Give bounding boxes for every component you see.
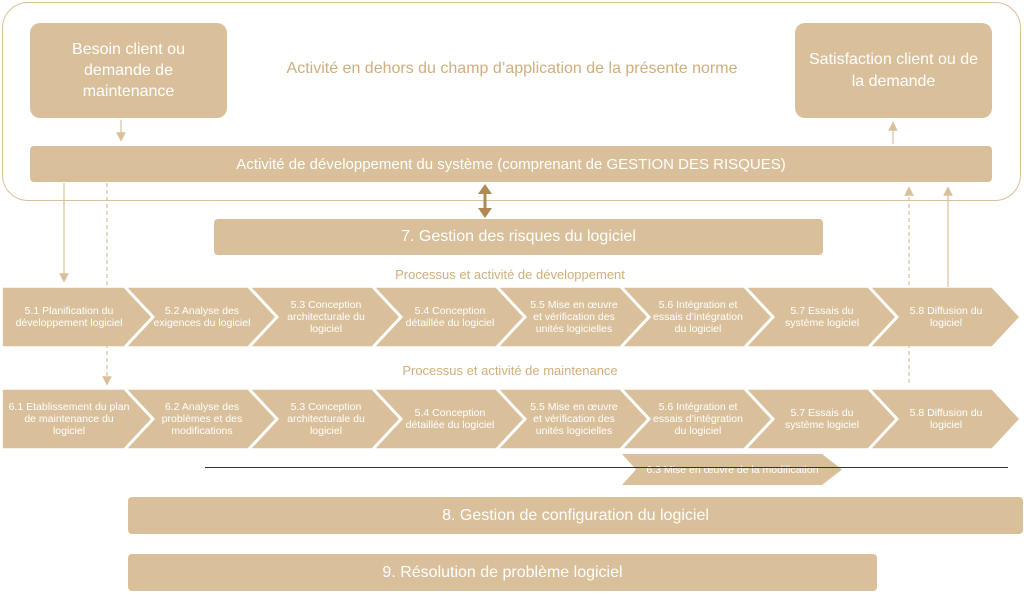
dev-step-2: 5.2 Analyse des exigences du logiciel: [153, 305, 251, 329]
dev-chevron-7: [744, 286, 898, 348]
problem-resolution-bar: 9. Résolution de problème logiciel: [128, 554, 877, 591]
dev-step-5: 5.5 Mise en œuvre et vérification des un…: [530, 299, 618, 335]
maint-chevron-6: [620, 388, 774, 450]
maint-chevron-2: [124, 388, 278, 450]
maint-step-5: 5.5 Mise en œuvre et vérification des un…: [530, 401, 618, 437]
outside-scope-label: Activité en dehors du champ d’applicatio…: [286, 60, 738, 77]
system-development-bar: Activité de développement du système (co…: [30, 146, 992, 182]
dev-chevron-5: [496, 286, 650, 348]
dev-step-7: 5.7 Essais du système logiciel: [784, 305, 860, 329]
maint-chevron-4: [372, 388, 526, 450]
dev-chevron-4: [372, 286, 526, 348]
maint-step-3: 5.3 Conception architecturale du logicie…: [287, 401, 365, 437]
maint-step-6: 5.6 Intégration et essais d’intégration …: [653, 401, 743, 437]
maint-chevron-1: [1, 388, 154, 450]
modification-step: 6.3 Mise en œuvre de la modification: [646, 464, 819, 476]
dev-step-3: 5.3 Conception architecturale du logicie…: [287, 299, 365, 335]
risk-management-bar: 7. Gestion des risques du logiciel: [214, 219, 823, 255]
maint-step-8: 5.8 Diffusion du logiciel: [909, 407, 983, 431]
dev-step-1: 5.1 Planification du développement logic…: [15, 305, 123, 329]
maint-chevron-5: [496, 388, 650, 450]
maint-step-4: 5.4 Conception détaillée du logiciel: [405, 407, 495, 431]
dev-step-4: 5.4 Conception détaillée du logiciel: [405, 305, 495, 329]
dev-chevron-3: [248, 286, 402, 348]
dev-step-8: 5.8 Diffusion du logiciel: [909, 305, 983, 329]
client-need-box: Besoin client ou demande de maintenance: [30, 23, 227, 118]
development-process-label: Processus et activité de développement: [395, 267, 625, 282]
maint-step-7: 5.7 Essais du système logiciel: [784, 407, 860, 431]
maint-chevron-3: [248, 388, 402, 450]
maint-step-2: 6.2 Analyse des problèmes et des modific…: [161, 401, 243, 437]
configuration-management-bar: 8. Gestion de configuration du logiciel: [128, 497, 1023, 534]
dev-step-6: 5.6 Intégration et essais d’intégration …: [653, 299, 743, 335]
dev-chevron-6: [620, 286, 774, 348]
outside-scope-boundary: [2, 2, 1021, 201]
dev-chevron-2: [124, 286, 278, 348]
dev-chevron-8: [868, 286, 1022, 348]
client-satisfaction-box: Satisfaction client ou de la demande: [795, 23, 992, 118]
maintenance-process-label: Processus et activité de maintenance: [402, 363, 618, 378]
maint-chevron-8: [868, 388, 1022, 450]
separator-line: [205, 467, 1008, 468]
dev-chevron-1: [1, 286, 154, 348]
modification-chevron: [622, 454, 842, 485]
maint-chevron-7: [744, 388, 898, 450]
maint-step-1: 6.1 Etablissement du plan de maintenance…: [8, 401, 130, 437]
